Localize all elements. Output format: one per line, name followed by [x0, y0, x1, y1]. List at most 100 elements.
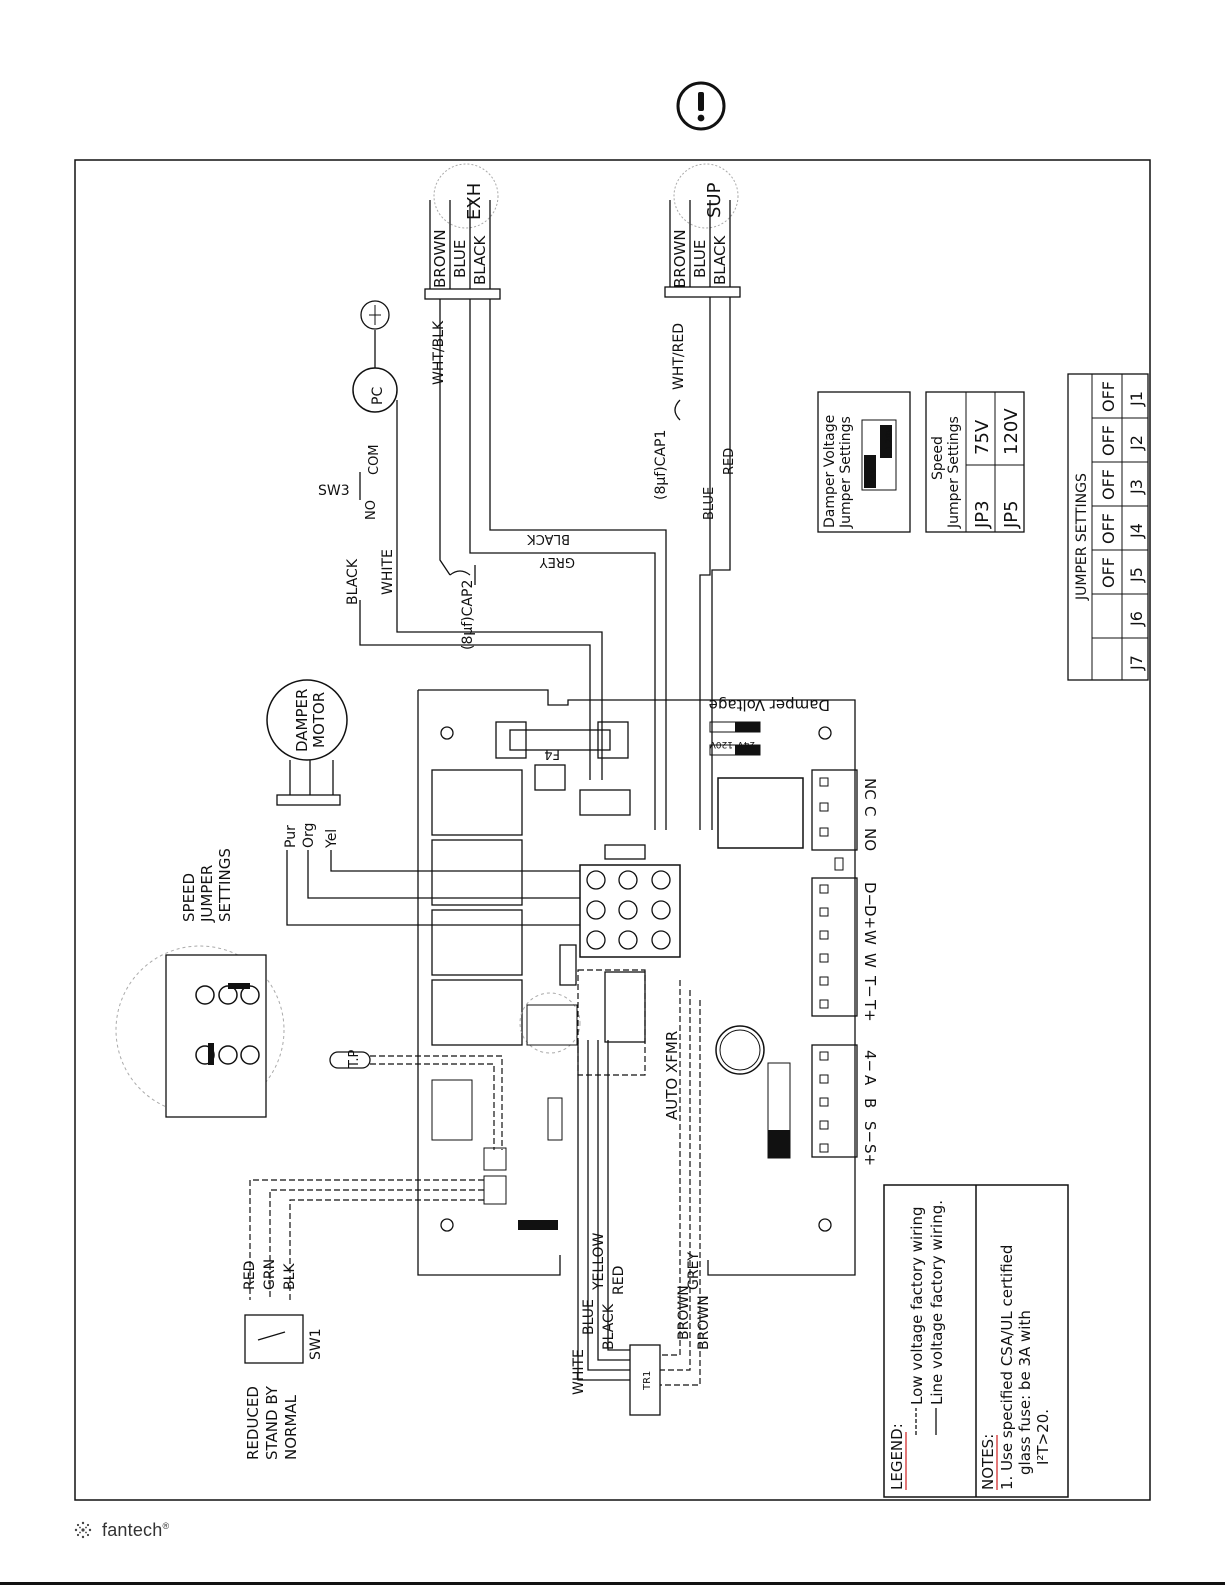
- a-label: A: [861, 1075, 879, 1086]
- tr-brown-label-2: BROWN: [696, 1295, 712, 1350]
- sw1-red-label: RED: [242, 1261, 258, 1290]
- j1-label: J1: [1127, 391, 1146, 407]
- pc-label: PC: [370, 387, 386, 405]
- notes-line-3: I²T>20.: [1034, 1409, 1052, 1465]
- diagram-frame: [74, 159, 1151, 1501]
- w2-label: W: [861, 953, 879, 968]
- transformer-tr1: [629, 1344, 661, 1416]
- sensor-terminal: [811, 1044, 858, 1158]
- sup-wire-blue: BLUE: [691, 240, 709, 278]
- dv-table-title-2: Jumper Settings: [838, 416, 854, 529]
- org-label: Org: [301, 823, 317, 848]
- brand-name: fantech®: [102, 1520, 169, 1541]
- motor-connector: [579, 864, 681, 958]
- yel-label: Yel: [324, 829, 340, 849]
- sup-motor: [673, 163, 739, 229]
- speed-jp3: JP3: [972, 500, 993, 529]
- ground-icon: [360, 300, 390, 330]
- legend-line-voltage: Line voltage factory wiring.: [928, 1200, 946, 1405]
- j3-label: J3: [1127, 479, 1146, 495]
- grey-wire-label: GREY: [540, 554, 575, 569]
- tr-blue-label: BLUE: [581, 1299, 597, 1335]
- speed-jumper-label-1: SPEED: [180, 873, 198, 922]
- speed-75v: 75V: [972, 419, 993, 455]
- fantech-logo-icon: [74, 1521, 92, 1539]
- d-minus-label: D−: [861, 882, 879, 906]
- tp-connector: [329, 1051, 371, 1069]
- damper-relay: [717, 777, 804, 849]
- dv-table-title-1: Damper Voltage: [822, 415, 838, 528]
- sw3-no-label: NO: [364, 500, 379, 520]
- damper-voltage-label: Damper Voltage: [709, 696, 830, 714]
- speed-jumper-detail: [165, 954, 267, 1118]
- sw1-blk-label: BLK: [282, 1263, 298, 1290]
- tr-black-label: BLACK: [601, 1303, 617, 1350]
- j7-label: J7: [1127, 655, 1146, 671]
- damper-voltage-table: [817, 391, 911, 533]
- tr-white-label: WHITE: [571, 1349, 587, 1395]
- wht-red-label: WHT/RED: [671, 323, 687, 390]
- dv-24v-label: 24V: [737, 739, 755, 749]
- nc-label: NC: [861, 778, 879, 800]
- wht-blk-label: WHT/BLK: [431, 320, 447, 385]
- sw3-com-label: COM: [367, 444, 382, 475]
- aux-connector: [431, 1079, 473, 1141]
- exh-motor: [433, 163, 499, 229]
- notes-title: NOTES:: [979, 1434, 997, 1490]
- t-plus-label: T+: [861, 999, 879, 1022]
- tp-label: T.P: [347, 1049, 362, 1069]
- wire-label-brown: BROWN: [431, 229, 449, 288]
- j5-value: OFF: [1099, 557, 1118, 588]
- j6-label: J6: [1127, 611, 1146, 627]
- dv-table-24v: 24V: [869, 467, 879, 485]
- reduced-label: REDUCED: [244, 1386, 262, 1460]
- brand-name-text: fantech: [102, 1519, 163, 1540]
- j3-value: OFF: [1099, 469, 1118, 500]
- t-minus-label: T−: [861, 975, 879, 998]
- j4-value: OFF: [1099, 513, 1118, 544]
- speed-jumper-label-2: JUMPER: [198, 865, 216, 923]
- legend-low-voltage: Low voltage factory wiring: [908, 1206, 926, 1405]
- notes-line-2: glass fuse: be 3A with: [1016, 1310, 1034, 1475]
- speed-table-title-2: Jumper Settings: [946, 416, 962, 529]
- sup-wire-brown: BROWN: [671, 229, 689, 288]
- exh-label: EXH: [464, 183, 485, 220]
- speed-jumper-label-3: SETTINGS: [216, 848, 234, 922]
- control-board: [418, 689, 856, 1276]
- sw1-grn-label: GRN: [262, 1259, 278, 1290]
- speed-120v: 120V: [1001, 408, 1022, 455]
- speed-table-title-1: Speed: [930, 436, 946, 480]
- control-terminal: [811, 877, 858, 1017]
- j1-value: OFF: [1099, 381, 1118, 412]
- damper-motor: [266, 679, 348, 761]
- no-label: NO: [861, 828, 879, 851]
- j2-value: OFF: [1099, 425, 1118, 456]
- xfmr-connector: [604, 971, 646, 1043]
- damper-motor-label-2: MOTOR: [310, 692, 328, 748]
- jumper-settings-table: [1067, 373, 1149, 681]
- j4-label: J4: [1127, 523, 1146, 539]
- brand-footer: fantech®: [72, 1517, 169, 1543]
- tr-grey-label: GREY: [686, 1252, 702, 1290]
- pur-label: Pur: [283, 825, 299, 848]
- warning-icon: [676, 81, 726, 131]
- battery: [715, 1025, 765, 1075]
- j5-label: J5: [1127, 567, 1146, 583]
- white-wire-label: WHITE: [380, 549, 396, 595]
- damper-motor-label-1: DAMPER: [293, 689, 311, 752]
- d-plus-label: D+: [861, 905, 879, 929]
- tr-brown-label: BROWN: [676, 1285, 692, 1340]
- cap1-label: (8µf)CAP1: [653, 430, 669, 500]
- c-label: C: [861, 806, 879, 816]
- w1-label: W: [861, 930, 879, 945]
- legend-title: LEGEND:: [888, 1423, 906, 1490]
- tr-yellow-label: YELLOW: [591, 1232, 607, 1291]
- blue-wire-label: BLUE: [702, 487, 717, 520]
- tr1-label: TR1: [642, 1371, 653, 1391]
- notes-line-1: 1. Use specified CSA/UL certified: [998, 1245, 1016, 1490]
- sw1-label: SW1: [308, 1328, 324, 1360]
- exh-connector: [424, 288, 501, 300]
- wire-label-black: BLACK: [471, 235, 489, 285]
- b-label: B: [861, 1098, 879, 1108]
- nc-c-no-terminal: [811, 769, 858, 851]
